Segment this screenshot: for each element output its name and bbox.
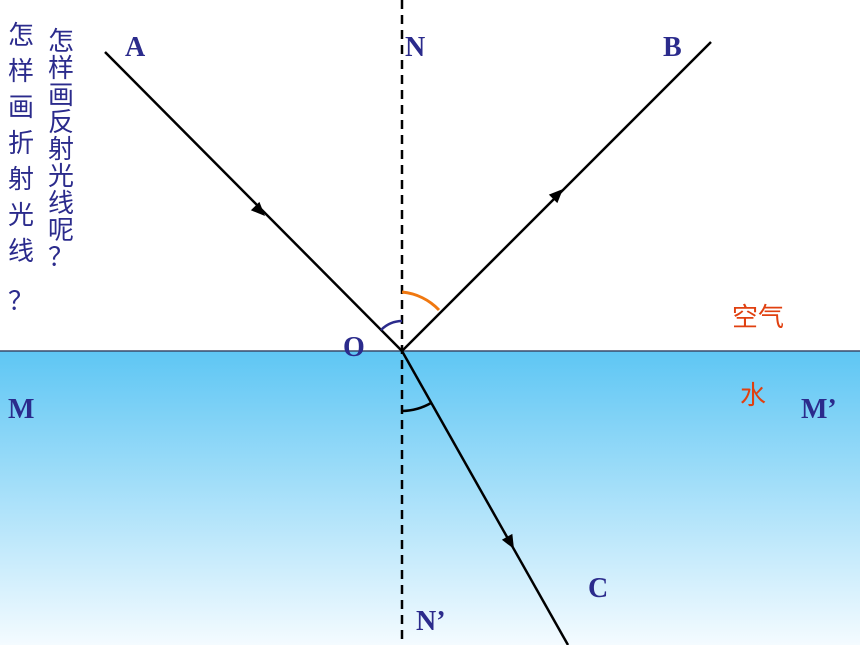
reflection-question-char: 线 [48,189,74,219]
label-n-prime: N’ [416,606,446,637]
refracted-ray [400,350,570,645]
reflection-question-char: 反 [48,108,74,138]
refraction-angle-arc [401,401,432,413]
label-b: B [663,32,682,63]
label-o: O [343,332,365,363]
refraction-question-char: 样 [8,57,34,87]
reflection-question-char: 光 [48,162,74,192]
label-m-prime: M’ [801,394,837,425]
reflection-question-char: ？ [48,243,74,273]
refraction-question-char: 光 [8,201,34,231]
incident-ray [104,51,403,352]
incidence-angle-arc [380,319,403,331]
reflection-question-char: 样 [48,54,74,84]
refraction-question-char: 怎 [8,21,34,51]
reflection-question-char: 呢 [48,216,74,246]
reflected-arrow [548,189,563,204]
water-region [0,351,860,645]
refraction-question-char: 线 [8,237,34,267]
refraction-question-char: 射 [8,165,34,195]
reflection-question-char: 画 [48,81,74,111]
label-m: M [8,394,34,425]
refraction-question-char: 折 [8,129,34,159]
reflection-angle-arc [401,290,441,312]
water-label: 水 [740,381,766,411]
label-n: N [405,32,425,63]
incident-arrow [250,201,265,216]
refraction-question-char: ？ [8,287,34,317]
label-a: A [125,32,146,63]
reflection-question-char: 射 [48,135,74,165]
refraction-question-char: 画 [8,93,34,123]
refracted-arrow [501,533,514,549]
reflection-question-char: 怎 [48,27,74,57]
air-label: 空气 [732,303,784,333]
label-c: C [588,573,608,604]
